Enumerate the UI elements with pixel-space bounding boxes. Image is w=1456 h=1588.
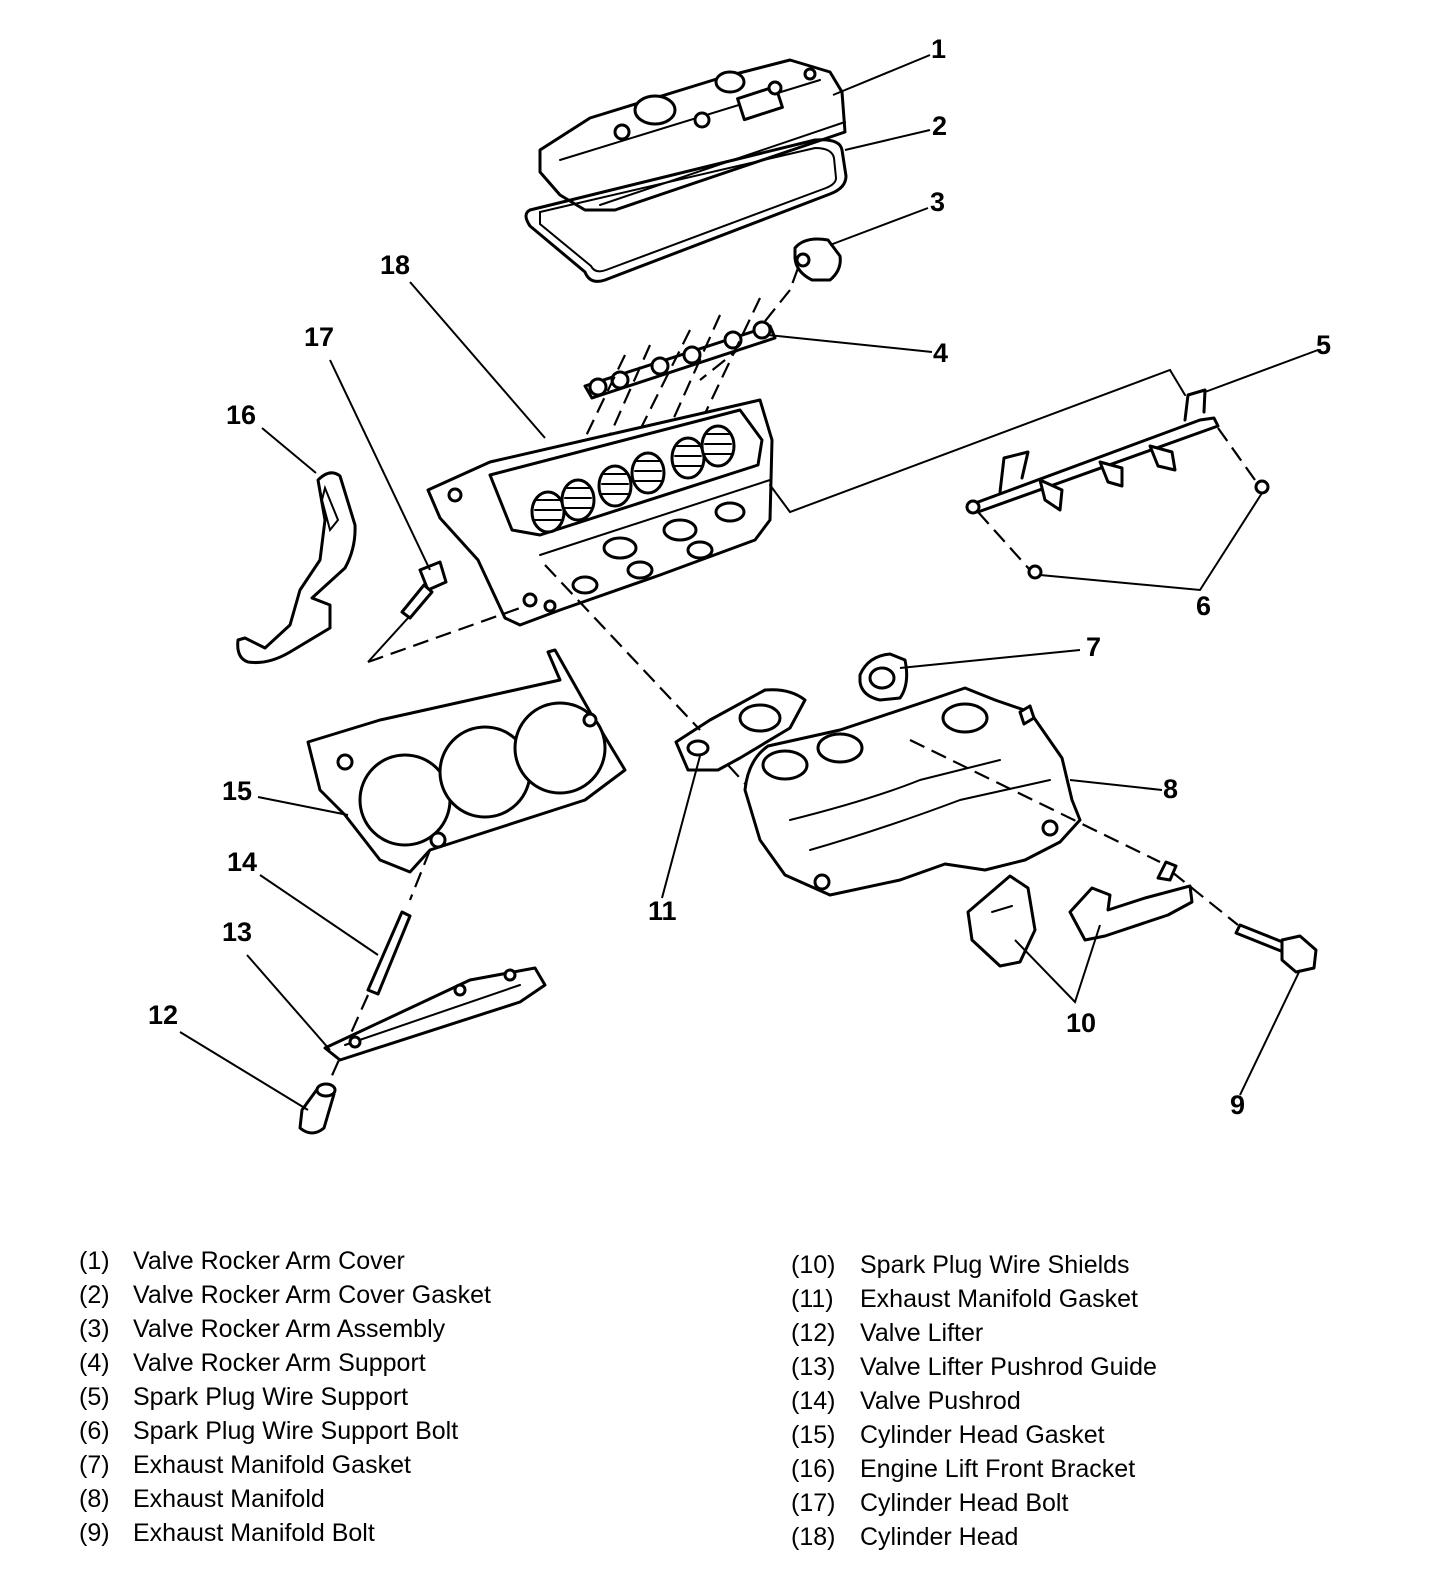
legend-number: (10) (791, 1251, 836, 1279)
wire-support-bolts-drawing (1027, 479, 1270, 580)
callout-3: 3 (930, 187, 945, 217)
legend-number: (15) (791, 1421, 836, 1449)
legend-item: (3) Valve Rocker Arm Assembly (79, 1312, 491, 1346)
spark-plug-wire-support-drawing (965, 388, 1256, 571)
callout-13: 13 (222, 917, 252, 947)
legend-item: (11) Exhaust Manifold Gasket (791, 1282, 1157, 1316)
callout-8: 8 (1163, 774, 1178, 804)
exhaust-gasket-left-drawing (544, 564, 807, 801)
valve-rocker-arm-cover-drawing (538, 58, 847, 212)
callout-18: 18 (380, 250, 410, 280)
cylinder-head-bolt-drawing (367, 560, 521, 664)
rocker-arm-assembly-drawing (699, 237, 842, 381)
legend-item: (12) Valve Lifter (791, 1316, 1157, 1350)
leader-lines (179, 54, 1319, 1111)
exhaust-manifold-bolt-drawing (1156, 860, 1318, 974)
callout-5: 5 (1316, 330, 1331, 360)
callout-10: 10 (1066, 1008, 1096, 1038)
callout-9: 9 (1230, 1090, 1245, 1120)
legend-number: (17) (791, 1489, 836, 1517)
callout-17: 17 (304, 322, 334, 352)
exploded-view-diagram: 1 2 3 4 5 6 7 8 9 10 11 12 13 14 15 16 1… (148, 34, 1331, 1135)
legend-label: Cylinder Head Gasket (860, 1421, 1105, 1449)
callout-6: 6 (1196, 591, 1211, 621)
legend-number: (11) (791, 1285, 834, 1313)
legend-item: (17) Cylinder Head Bolt (791, 1486, 1157, 1520)
legend-label: Valve Pushrod (860, 1387, 1021, 1415)
legend-label: Valve Rocker Arm Cover Gasket (133, 1281, 491, 1309)
legend-number: (14) (791, 1387, 836, 1415)
callout-numbers: 1 2 3 4 5 6 7 8 9 10 11 12 13 14 15 16 1… (148, 34, 1331, 1120)
legend-item: (4) Valve Rocker Arm Support (79, 1346, 491, 1380)
legend-label: Cylinder Head (860, 1523, 1019, 1551)
cylinder-head-exploded-drawing: 1 2 3 4 5 6 7 8 9 10 11 12 13 14 15 16 1… (148, 34, 1331, 1135)
callout-2: 2 (932, 111, 947, 141)
callout-7: 7 (1086, 632, 1101, 662)
callout-11: 11 (648, 896, 677, 926)
callout-16: 16 (226, 400, 256, 430)
legend-label: Valve Rocker Arm Support (133, 1349, 426, 1377)
valve-pushrod-drawing (328, 910, 412, 1081)
legend-item: (15) Cylinder Head Gasket (791, 1418, 1157, 1452)
cylinder-head-drawing (426, 368, 1186, 627)
legend-label: Spark Plug Wire Support Bolt (133, 1417, 459, 1445)
rocker-arm-supports-drawing (559, 297, 777, 491)
valve-springs-drawing (530, 424, 736, 534)
valve-lifter-drawing (298, 1082, 337, 1135)
legend-left-column: (1) Valve Rocker Arm Cover (2) Valve Rocke… (79, 1244, 491, 1550)
pushrod-guide-drawing (323, 966, 547, 1062)
cover-gasket-drawing (524, 138, 848, 283)
legend-number: (4) (79, 1349, 110, 1377)
legend-number: (12) (791, 1319, 836, 1347)
legend-number: (7) (79, 1451, 110, 1479)
callout-15: 15 (222, 776, 252, 806)
legend-item: (2) Valve Rocker Arm Cover Gasket (79, 1278, 491, 1312)
legend-item: (7) Exhaust Manifold Gasket (79, 1448, 491, 1482)
legend-item: (8) Exhaust Manifold (79, 1482, 491, 1516)
legend-label: Cylinder Head Bolt (860, 1489, 1069, 1517)
legend-item: (13) Valve Lifter Pushrod Guide (791, 1350, 1157, 1384)
callout-1: 1 (931, 34, 946, 64)
legend-label: Exhaust Manifold Bolt (133, 1519, 375, 1547)
legend-label: Valve Rocker Arm Assembly (133, 1315, 446, 1343)
legend-label: Exhaust Manifold (133, 1485, 325, 1513)
legend-item: (16) Engine Lift Front Bracket (791, 1452, 1157, 1486)
legend-label: Spark Plug Wire Shields (860, 1251, 1130, 1279)
legend-number: (1) (79, 1247, 110, 1275)
legend-number: (13) (791, 1353, 836, 1381)
legend-number: (16) (791, 1455, 836, 1483)
legend-label: Spark Plug Wire Support (133, 1383, 409, 1411)
legend-item: (6) Spark Plug Wire Support Bolt (79, 1414, 491, 1448)
legend-right-column: (10) Spark Plug Wire Shields (11) Exhaust … (791, 1248, 1157, 1554)
legend-number: (5) (79, 1383, 110, 1411)
callout-4: 4 (933, 338, 948, 368)
cylinder-head-gasket-drawing (306, 648, 627, 901)
legend-number: (3) (79, 1315, 110, 1343)
legend-number: (8) (79, 1485, 110, 1513)
legend-label: Valve Rocker Arm Cover (133, 1247, 405, 1275)
legend-label: Exhaust Manifold Gasket (133, 1451, 411, 1479)
engine-lift-bracket-drawing (236, 471, 357, 664)
exhaust-manifold-drawing (743, 686, 1161, 897)
legend-number: (6) (79, 1417, 110, 1445)
legend-label: Valve Lifter Pushrod Guide (860, 1353, 1157, 1381)
legend-label: Valve Lifter (860, 1319, 984, 1347)
legend-item: (5) Spark Plug Wire Support (79, 1380, 491, 1414)
legend-item: (1) Valve Rocker Arm Cover (79, 1244, 491, 1278)
callout-14: 14 (227, 847, 257, 877)
legend-item: (18) Cylinder Head (791, 1520, 1157, 1554)
legend-label: Exhaust Manifold Gasket (860, 1285, 1138, 1313)
exhaust-gasket-right-drawing (858, 652, 909, 702)
legend-item: (10) Spark Plug Wire Shields (791, 1248, 1157, 1282)
legend-item: (9) Exhaust Manifold Bolt (79, 1516, 491, 1550)
spark-plug-wire-shields-drawing (966, 874, 1194, 968)
legend-label: Engine Lift Front Bracket (860, 1455, 1136, 1483)
legend-number: (2) (79, 1281, 110, 1309)
callout-12: 12 (148, 1000, 178, 1030)
legend-number: (9) (79, 1519, 110, 1547)
legend-number: (18) (791, 1523, 836, 1551)
legend-item: (14) Valve Pushrod (791, 1384, 1157, 1418)
